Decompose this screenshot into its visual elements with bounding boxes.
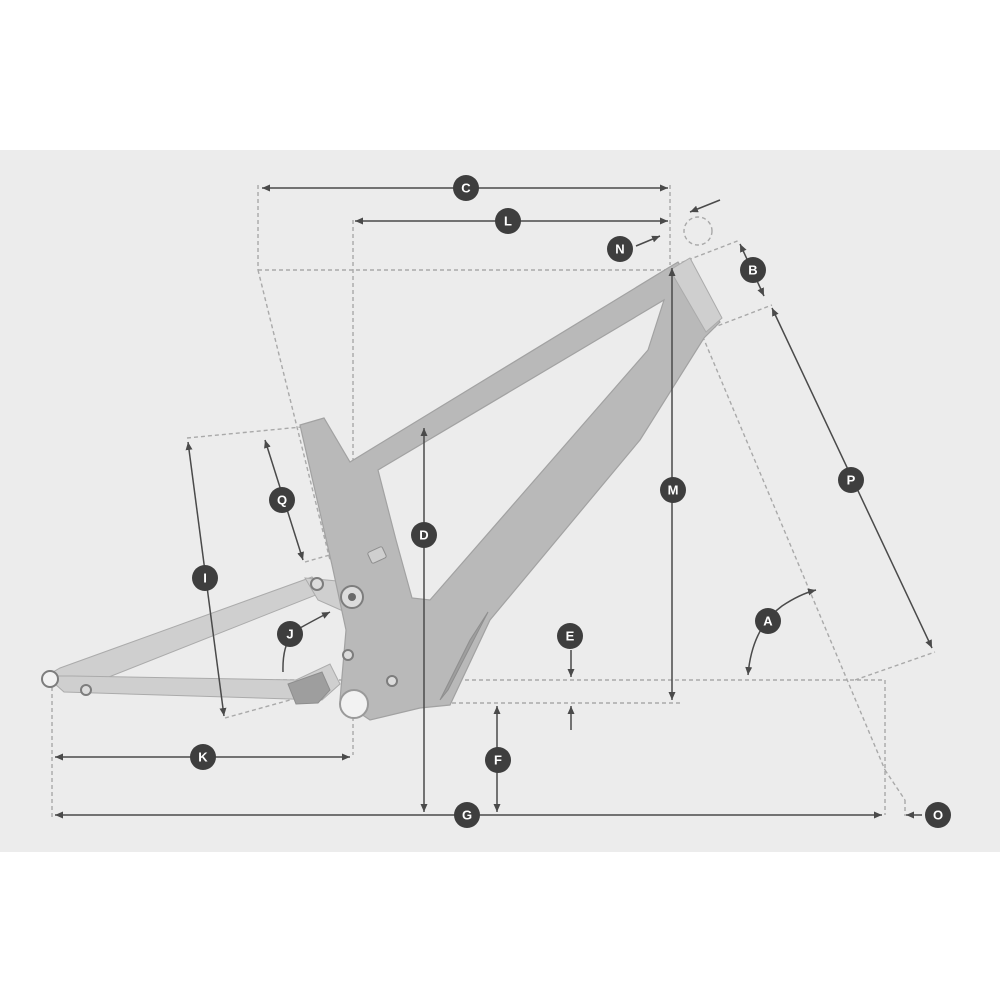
svg-text:L: L	[504, 214, 512, 229]
label-badge-j: J	[277, 621, 303, 647]
label-badge-e: E	[557, 623, 583, 649]
label-badge-k: K	[190, 744, 216, 770]
bike-frame	[41, 257, 723, 721]
svg-text:I: I	[203, 571, 207, 586]
svg-text:N: N	[615, 242, 624, 257]
label-badge-d: D	[411, 522, 437, 548]
svg-text:D: D	[419, 528, 428, 543]
label-badge-i: I	[192, 565, 218, 591]
chain-stay-guard	[287, 671, 331, 705]
down-tube-guard	[439, 611, 489, 701]
frame-bolt	[386, 675, 398, 687]
svg-text:P: P	[847, 473, 856, 488]
upper-pivot	[310, 577, 324, 591]
bottom-bracket	[339, 689, 369, 719]
label-badge-l: L	[495, 208, 521, 234]
label-badge-o: O	[925, 802, 951, 828]
rear-axle	[41, 670, 59, 688]
svg-text:G: G	[462, 808, 472, 823]
svg-text:M: M	[668, 483, 679, 498]
svg-text:K: K	[198, 750, 208, 765]
frame-port	[367, 546, 387, 564]
label-badge-a: A	[755, 608, 781, 634]
svg-text:J: J	[286, 627, 293, 642]
label-badge-q: Q	[269, 487, 295, 513]
label-badge-m: M	[660, 477, 686, 503]
label-badge-f: F	[485, 747, 511, 773]
svg-text:C: C	[461, 181, 471, 196]
svg-text:F: F	[494, 753, 502, 768]
svg-text:A: A	[763, 614, 773, 629]
svg-text:B: B	[748, 263, 757, 278]
svg-text:Q: Q	[277, 493, 287, 508]
rear-pivot	[80, 684, 92, 696]
label-badge-p: P	[838, 467, 864, 493]
head-tube	[669, 257, 723, 333]
label-badge-n: N	[607, 236, 633, 262]
lower-pivot	[342, 649, 354, 661]
svg-text:E: E	[566, 629, 575, 644]
label-badge-b: B	[740, 257, 766, 283]
label-badge-c: C	[453, 175, 479, 201]
svg-text:O: O	[933, 808, 943, 823]
frame-cutout	[377, 298, 666, 601]
label-badge-g: G	[454, 802, 480, 828]
